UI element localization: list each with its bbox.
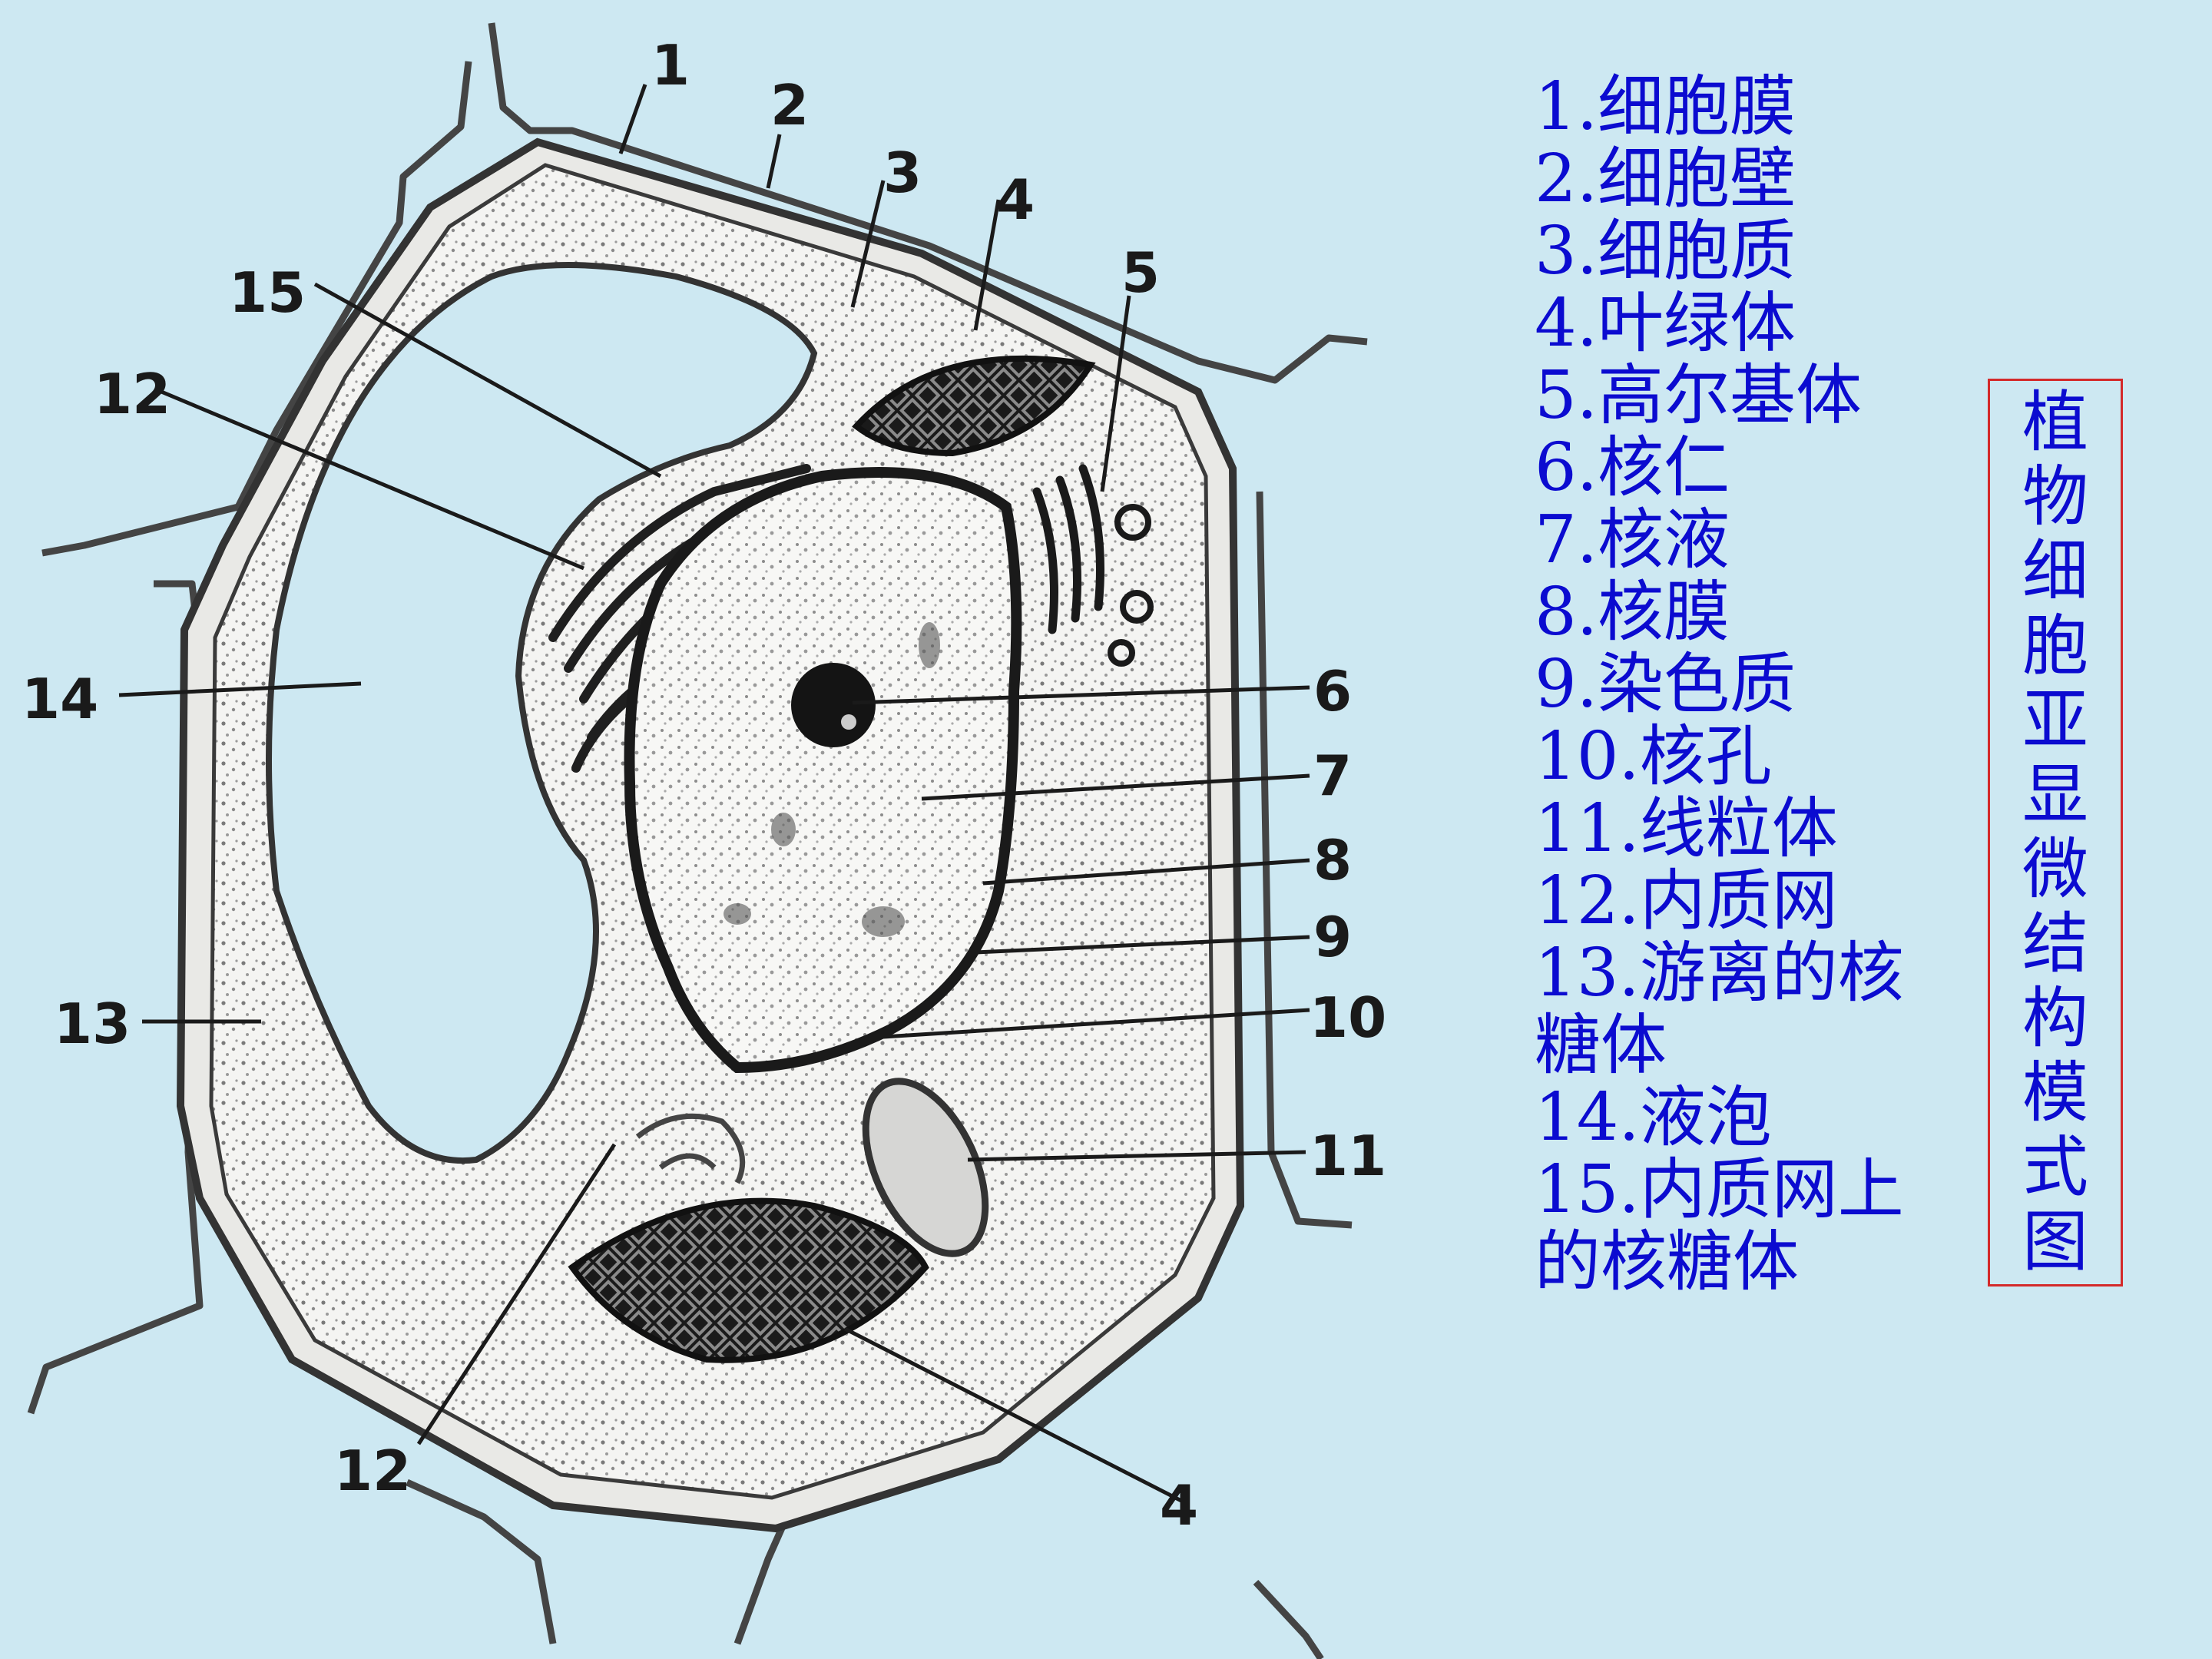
- diagram-label-9: 9: [1313, 905, 1352, 969]
- leader-lines: [118, 84, 1310, 1504]
- legend-item: 1.细胞膜: [1535, 68, 1796, 145]
- diagram-label-4: 4: [996, 167, 1035, 232]
- title-char: 显: [2022, 757, 2088, 833]
- plant-cell-diagram: 1 2 3 4 5 15 12 14 6 7 8 9 10 13 11 12 4: [22, 22, 1386, 1659]
- chloroplast-bottom: [568, 1197, 929, 1363]
- title-char: 微: [2022, 831, 2088, 908]
- title-char: 植: [2022, 384, 2088, 461]
- title-char: 模: [2022, 1055, 2088, 1131]
- title-char: 亚: [2022, 682, 2088, 759]
- legend-item: 6.核仁: [1535, 429, 1730, 506]
- title-char: 构: [2022, 980, 2088, 1057]
- title-char: 结: [2022, 906, 2088, 982]
- diagram-label-13: 13: [54, 992, 131, 1056]
- diagram-label-14: 14: [22, 667, 98, 731]
- legend-item: 2.细胞壁: [1535, 141, 1796, 217]
- diagram-number-labels: 1 2 3 4 5 15 12 14 6 7 8 9 10 13 11 12 4: [22, 33, 1386, 1538]
- legend-item: 3.细胞质: [1535, 213, 1796, 290]
- diagram-label-4-bottom: 4: [1160, 1473, 1198, 1538]
- legend-item: 12.内质网: [1535, 863, 1838, 939]
- nucleolus: [791, 663, 876, 747]
- diagram-label-7: 7: [1313, 743, 1352, 808]
- legend-list: 1.细胞膜 2.细胞壁 3.细胞质 4.叶绿体 5.高尔基体 6.核仁 7.核液…: [1535, 71, 1904, 1298]
- diagram-label-12-top: 12: [94, 362, 171, 426]
- legend-item: 糖体: [1535, 1007, 1667, 1084]
- diagram-label-5: 5: [1121, 240, 1160, 305]
- legend-item: 的核糖体: [1535, 1224, 1799, 1300]
- legend-item: 13.游离的核: [1535, 935, 1904, 1012]
- title-char: 图: [2022, 1204, 2088, 1280]
- diagram-label-8: 8: [1313, 828, 1352, 892]
- legend-item: 5.高尔基体: [1535, 357, 1863, 434]
- golgi-apparatus: [1032, 464, 1154, 667]
- diagram-label-1: 1: [651, 33, 690, 98]
- title-char: 细: [2022, 533, 2088, 610]
- legend-item: 14.液泡: [1535, 1079, 1772, 1156]
- mitochondrion: [862, 1078, 989, 1257]
- legend-item: 9.染色质: [1535, 646, 1796, 723]
- legend-item: 15.内质网上: [1535, 1151, 1904, 1228]
- diagram-label-12-bottom: 12: [334, 1439, 411, 1503]
- title-char: 式: [2022, 1129, 2088, 1206]
- legend-item: 7.核液: [1535, 502, 1730, 578]
- title-box: 植物细胞亚显微结构模式图: [1988, 379, 2123, 1286]
- title-char: 物: [2022, 459, 2088, 535]
- chloroplast-top: [852, 355, 1096, 457]
- diagram-label-15: 15: [229, 260, 306, 325]
- er-cluster-bottom: [635, 1113, 746, 1184]
- diagram-label-6: 6: [1313, 659, 1352, 724]
- diagram-label-10: 10: [1310, 985, 1386, 1050]
- page-title: 植物细胞亚显微结构模式图: [2022, 386, 2088, 1280]
- title-char: 胞: [2022, 608, 2088, 684]
- legend-item: 8.核膜: [1535, 574, 1730, 651]
- legend-item: 10.核孔: [1535, 718, 1772, 795]
- diagram-label-11: 11: [1310, 1124, 1386, 1188]
- legend-item: 4.叶绿体: [1535, 285, 1796, 362]
- legend-item: 11.线粒体: [1535, 790, 1838, 867]
- nucleus: [624, 467, 1022, 1074]
- diagram-label-2: 2: [770, 73, 809, 137]
- vacuole: [266, 262, 818, 1164]
- diagram-label-3: 3: [883, 141, 922, 205]
- chromatin: [724, 622, 940, 937]
